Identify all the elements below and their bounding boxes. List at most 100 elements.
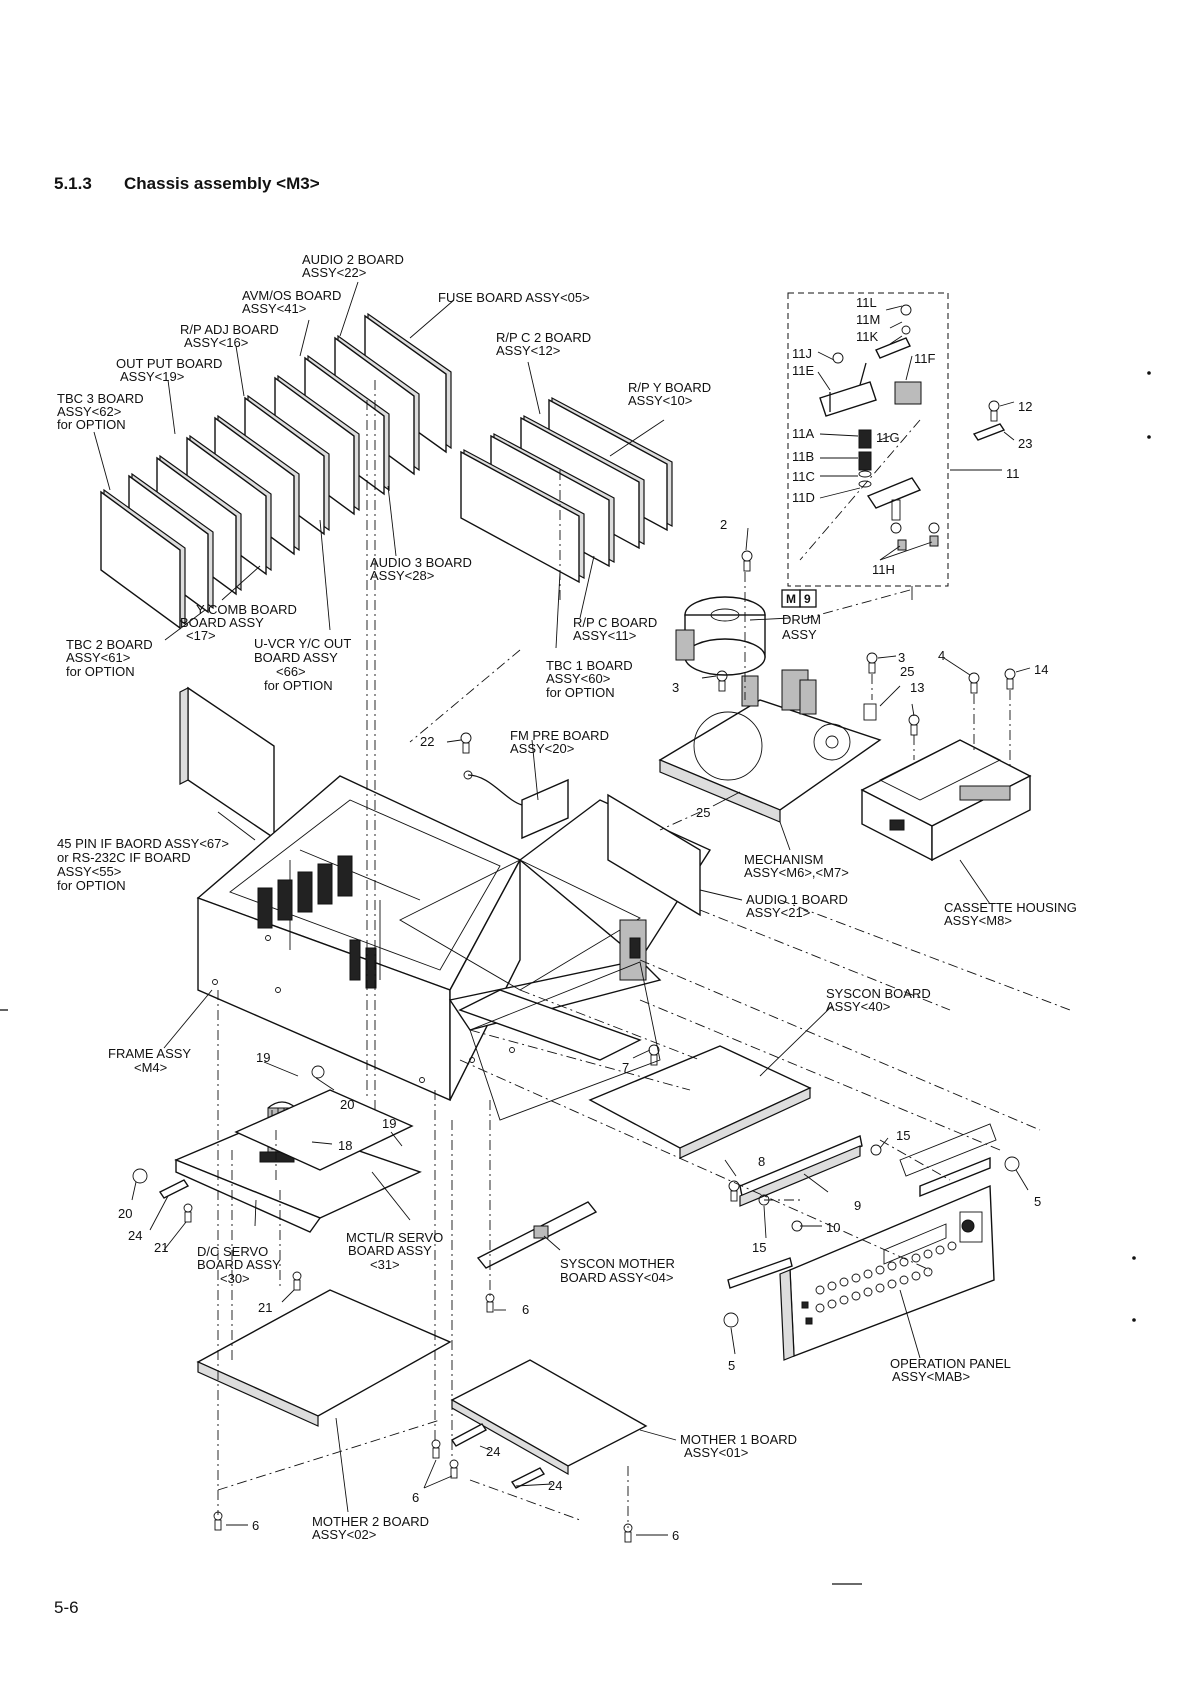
alignment-lines [217,380,1071,1528]
label-audio1: AUDIO 1 BOARD [746,892,848,907]
tbc2-board [100,488,186,630]
num-20b: 20 [118,1206,132,1221]
label-uvcr-option: for OPTION [264,678,333,693]
num-6c: 6 [412,1490,419,1505]
bracket [739,1135,863,1207]
label-ycomb-num: <17> [186,628,216,643]
badge-digit: 9 [804,592,811,606]
label-tbc2: TBC 2 BOARD [66,637,153,652]
num-13: 13 [910,680,924,695]
label-uvcr-assy: BOARD ASSY [254,650,338,665]
num-15a: 15 [896,1128,910,1143]
num-20a: 20 [340,1097,354,1112]
num-6b: 6 [252,1518,259,1533]
label-sysmother: SYSCON MOTHER [560,1256,675,1271]
label-avm-assy: ASSY<41> [242,301,306,316]
leader-lines [93,281,1031,1536]
label-rs232c-assy: ASSY<55> [57,864,121,879]
syscon-board [588,1045,812,1159]
num-11M: 11M [856,312,880,327]
label-mother1-assy: ASSY<01> [684,1445,748,1460]
label-mctl: MCTL/R SERVO [346,1230,443,1245]
label-mother1: MOTHER 1 BOARD [680,1432,797,1447]
num-19b: 19 [382,1116,396,1131]
label-rpc2-assy: ASSY<12> [496,343,560,358]
label-rpy: R/P Y BOARD [628,380,711,395]
num-25b: 25 [696,805,710,820]
mechanism-assembly [658,669,882,823]
drum-assembly [675,596,766,676]
num-11J: 11J [792,346,812,361]
label-fmpre-assy: ASSY<20> [510,741,574,756]
label-dcservo-assy: BOARD ASSY [197,1257,281,1272]
num-9: 9 [854,1198,861,1213]
section-heading: 5.1.3 Chassis assembly <M3> [54,174,320,194]
num-23: 23 [1018,436,1032,451]
label-fmpre: FM PRE BOARD [510,728,609,743]
syscon-mother-board [476,1201,598,1269]
num-3b: 3 [898,650,905,665]
label-tbc3: TBC 3 BOARD [57,391,144,406]
tbc1-board [460,449,585,584]
label-tbc1-assy: ASSY<60> [546,671,610,686]
num-15b: 15 [752,1240,766,1255]
label-ycomb-assy: BOARD ASSY [180,615,264,630]
num-25a: 25 [900,664,914,679]
num-7: 7 [622,1060,629,1075]
num-10: 10 [826,1220,840,1235]
left-board-stack [100,312,452,630]
num-6d: 6 [672,1528,679,1543]
label-drum-assy: ASSY [782,627,817,642]
label-mechanism-assy: ASSY<M6>,<M7> [744,865,849,880]
label-rpadj-assy: ASSY<16> [184,335,248,350]
num-11G: 11G [876,430,900,445]
fmpre-board [463,770,569,840]
if-board [179,686,275,840]
label-rpc-assy: ASSY<11> [573,628,636,643]
label-mechanism: MECHANISM [744,852,823,867]
section-number: 5.1.3 [54,174,92,193]
num-4: 4 [938,648,945,663]
label-frame: FRAME ASSY [108,1046,191,1061]
label-rpadj: R/P ADJ BOARD [180,322,279,337]
mother1-board [450,1359,648,1476]
label-tbc1: TBC 1 BOARD [546,658,633,673]
num-11C: 11C [792,469,815,484]
num-2: 2 [720,517,727,532]
label-oppanel-assy: ASSY<MAB> [892,1369,970,1384]
num-5b: 5 [728,1358,735,1373]
num-24b: 24 [486,1444,500,1459]
label-audio2-assy: ASSY<22> [302,265,366,280]
label-audio1-assy: ASSY<21> [746,905,810,920]
page-number: 5-6 [54,1598,79,1617]
label-oppanel: OPERATION PANEL [890,1356,1011,1371]
label-audio3-assy: ASSY<28> [370,568,434,583]
num-6a: 6 [522,1302,529,1317]
num-24c: 24 [548,1478,562,1493]
num-11A: 11A [792,426,814,441]
label-output: OUT PUT BOARD [116,356,222,371]
num-11B: 11B [792,449,814,464]
label-ycomb: Y COMB BOARD [196,602,297,617]
label-output-assy: ASSY<19> [120,369,184,384]
label-tbc1-option: for OPTION [546,685,615,700]
label-mctl-num: <31> [370,1257,400,1272]
badge-letter: M [786,592,796,606]
label-rpy-assy: ASSY<10> [628,393,692,408]
num-21a: 21 [154,1240,168,1255]
label-rpc2: R/P C 2 BOARD [496,330,591,345]
label-audio3: AUDIO 3 BOARD [370,555,472,570]
label-mctl-assy: BOARD ASSY [348,1243,432,1258]
label-tbc3-option: for OPTION [57,417,126,432]
num-11L: 11L [856,295,877,310]
label-45pin-option: for OPTION [57,878,126,893]
num-11D: 11D [792,490,815,505]
label-cassette: CASSETTE HOUSING [944,900,1077,915]
num-14: 14 [1034,662,1048,677]
operation-panel [727,1123,997,1361]
section-title: Chassis assembly <M3> [124,174,320,193]
mother2-board [196,1289,452,1427]
num-3a: 3 [672,680,679,695]
